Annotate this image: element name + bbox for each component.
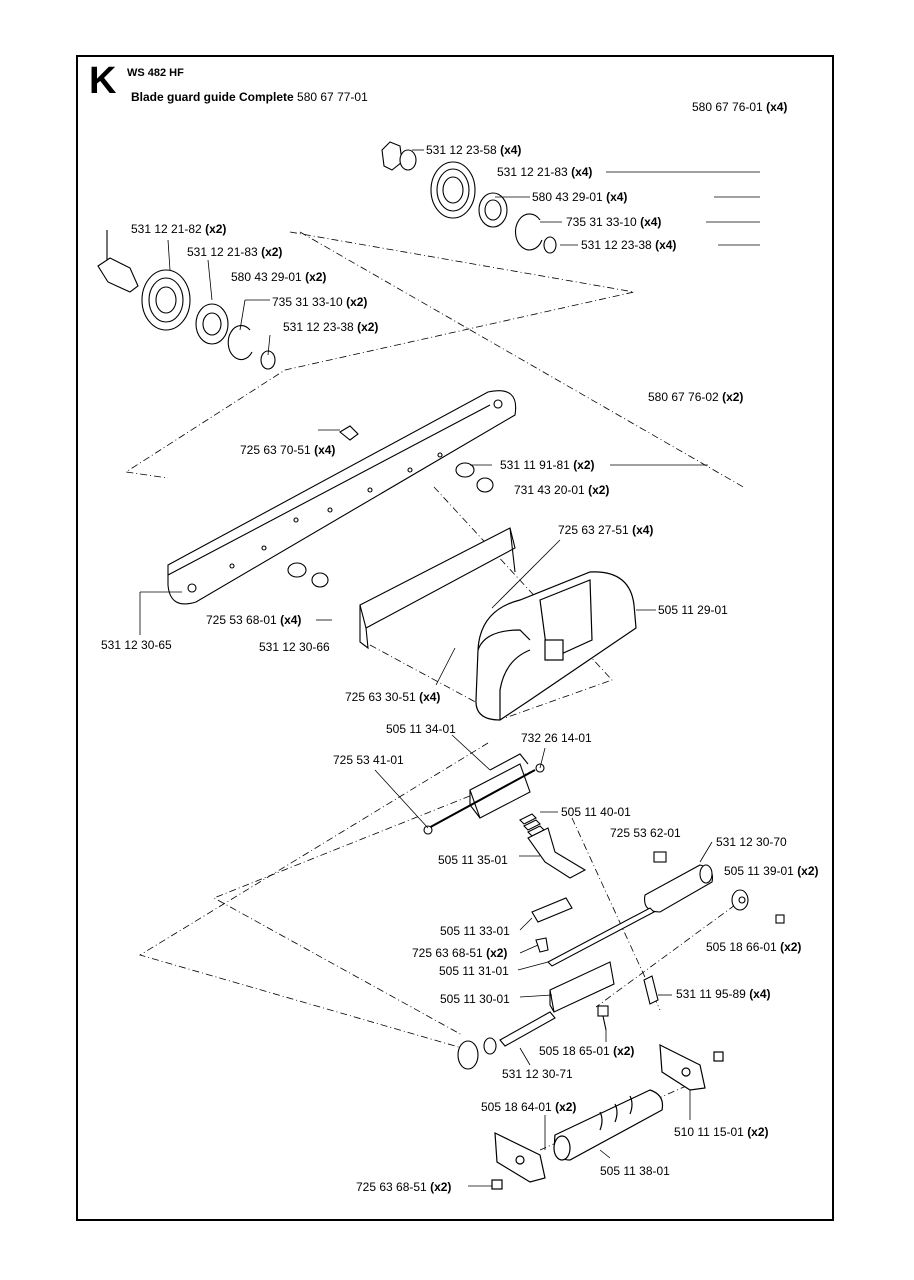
part-label: 531 12 23-58 (x4) bbox=[426, 143, 522, 157]
assembly-part-number: 580 67 77-01 bbox=[297, 90, 368, 104]
part-label: 531 12 30-71 bbox=[502, 1067, 573, 1081]
lower-roller bbox=[491, 1043, 724, 1190]
roller-rod bbox=[644, 851, 785, 924]
part-label: 531 12 21-82 (x2) bbox=[131, 222, 227, 236]
part-label: 725 53 68-01 (x4) bbox=[206, 613, 302, 627]
assembly-name: Blade guard guide Complete bbox=[131, 90, 294, 104]
leader-lines bbox=[139, 149, 760, 1187]
part-label: 531 12 23-38 (x4) bbox=[581, 238, 677, 252]
part-label: 725 63 27-51 (x4) bbox=[558, 523, 654, 537]
part-label: 731 43 20-01 (x2) bbox=[514, 483, 610, 497]
part-label: 580 43 29-01 (x4) bbox=[532, 190, 628, 204]
top-hub-group bbox=[381, 141, 557, 254]
part-label: 531 12 30-66 bbox=[259, 640, 330, 654]
model-name: WS 482 HF bbox=[127, 67, 184, 79]
part-label: 735 31 33-10 (x2) bbox=[272, 295, 368, 309]
guide-block bbox=[423, 753, 587, 879]
part-label: 531 11 91-81 (x2) bbox=[500, 458, 595, 472]
part-label: 725 53 41-01 bbox=[333, 753, 404, 767]
part-label: 505 11 29-01 bbox=[658, 603, 728, 617]
part-label: 505 11 31-01 bbox=[439, 964, 509, 978]
part-label: 580 67 76-01 (x4) bbox=[692, 100, 788, 114]
part-label: 505 11 38-01 bbox=[600, 1164, 670, 1178]
part-label: 725 63 68-51 (x2) bbox=[412, 946, 508, 960]
part-label: 505 11 35-01 bbox=[438, 853, 508, 867]
part-label: 505 18 64-01 (x2) bbox=[481, 1100, 577, 1114]
assembly-title: Blade guard guide Complete 580 67 77-01 bbox=[131, 90, 368, 104]
part-label: 725 63 30-51 (x4) bbox=[345, 690, 441, 704]
part-label: 735 31 33-10 (x4) bbox=[566, 215, 662, 229]
part-label: 732 26 14-01 bbox=[521, 731, 592, 745]
guide-bar bbox=[167, 390, 517, 605]
housing bbox=[475, 571, 637, 721]
part-label: 725 63 68-51 (x2) bbox=[356, 1180, 452, 1194]
section-letter: K bbox=[89, 60, 117, 102]
part-label: 531 11 95-89 (x4) bbox=[676, 987, 771, 1001]
left-hub-group bbox=[97, 230, 276, 370]
part-label: 531 12 21-83 (x2) bbox=[187, 245, 283, 259]
part-label: 505 11 40-01 bbox=[561, 805, 631, 819]
diagram-frame bbox=[76, 55, 834, 1221]
part-label: 505 18 66-01 (x2) bbox=[706, 940, 802, 954]
part-label: 531 12 30-70 bbox=[716, 835, 787, 849]
blade-holder bbox=[457, 897, 659, 1070]
part-label: 505 11 33-01 bbox=[440, 924, 510, 938]
part-label: 505 11 34-01 bbox=[386, 722, 456, 736]
part-label: 725 63 70-51 (x4) bbox=[240, 443, 336, 457]
angle-bracket bbox=[359, 527, 516, 650]
part-label: 580 67 76-02 (x2) bbox=[648, 390, 744, 404]
part-label: 531 12 21-83 (x4) bbox=[497, 165, 593, 179]
part-label: 725 53 62-01 bbox=[610, 826, 681, 840]
assembly-boundary-lines bbox=[124, 231, 746, 1151]
part-label: 510 11 15-01 (x2) bbox=[674, 1125, 769, 1139]
part-label: 580 43 29-01 (x2) bbox=[231, 270, 327, 284]
part-label: 531 12 30-65 bbox=[101, 638, 172, 652]
part-label: 505 11 39-01 (x2) bbox=[724, 864, 819, 878]
part-label: 505 18 65-01 (x2) bbox=[539, 1044, 635, 1058]
part-label: 531 12 23-38 (x2) bbox=[283, 320, 379, 334]
part-label: 505 11 30-01 bbox=[440, 992, 510, 1006]
